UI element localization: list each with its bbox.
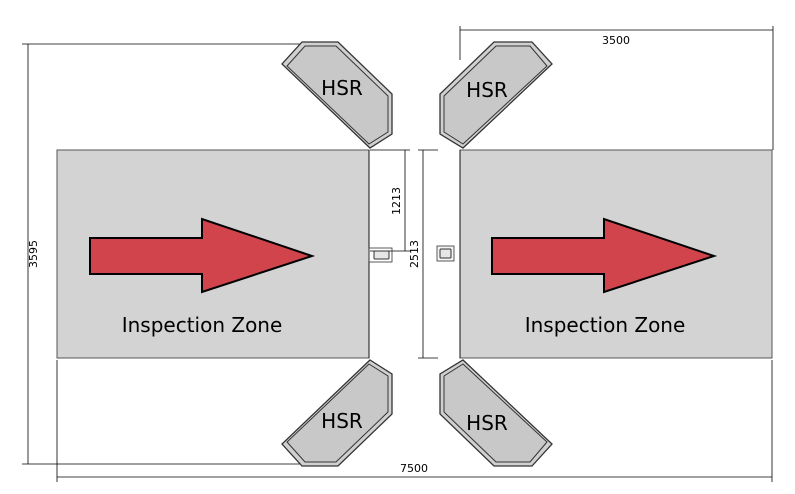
zone-width-dimension: 3500 [459, 26, 774, 150]
direction-arrow-right [491, 217, 718, 294]
hsr-top-left-label: HSR [321, 76, 363, 100]
hsr-top-left: HSR [281, 41, 393, 149]
sensor-offset-label: 1213 [390, 187, 403, 215]
overall-height-dimension: 3595 [22, 43, 300, 465]
gap-height-dimension: 2513 [408, 149, 438, 359]
direction-arrow-left [89, 217, 316, 294]
sensor-left [368, 247, 393, 263]
zone-label-right: Inspection Zone [525, 313, 686, 337]
zone-label-left: Inspection Zone [122, 313, 283, 337]
hsr-top-right: HSR [439, 41, 553, 149]
zone-width-label: 3500 [602, 34, 630, 47]
hsr-bottom-right: HSR [439, 359, 553, 467]
overall-width-label: 7500 [400, 462, 428, 475]
hsr-bottom-right-label: HSR [466, 411, 508, 435]
hsr-top-right-label: HSR [466, 78, 508, 102]
sensor-offset-dimension: 1213 [370, 149, 410, 252]
overall-height-label: 3595 [27, 240, 40, 268]
sensor-right [436, 245, 455, 262]
gap-height-label: 2513 [408, 240, 421, 268]
overall-width-dimension: 7500 [56, 360, 773, 482]
hsr-bottom-left-label: HSR [321, 409, 363, 433]
hsr-bottom-left: HSR [281, 359, 393, 467]
